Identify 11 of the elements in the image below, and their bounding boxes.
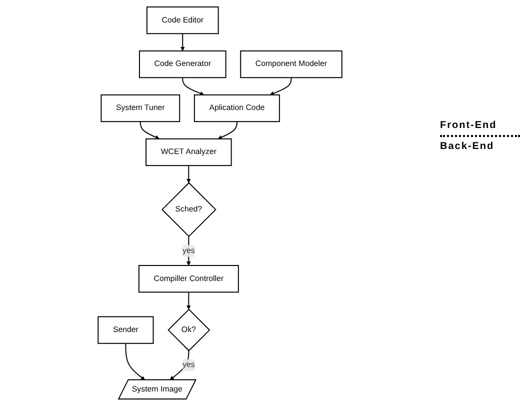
arrow — [186, 235, 191, 266]
arrow — [182, 76, 204, 95]
region-label: Back-End — [440, 141, 496, 152]
arrow — [218, 120, 238, 139]
arrow — [186, 164, 191, 183]
arrow — [180, 32, 185, 51]
arrow — [270, 76, 292, 95]
arrow — [140, 120, 160, 139]
arrow — [186, 291, 191, 310]
region-label: Front-End — [440, 120, 498, 131]
arrow — [125, 342, 146, 380]
